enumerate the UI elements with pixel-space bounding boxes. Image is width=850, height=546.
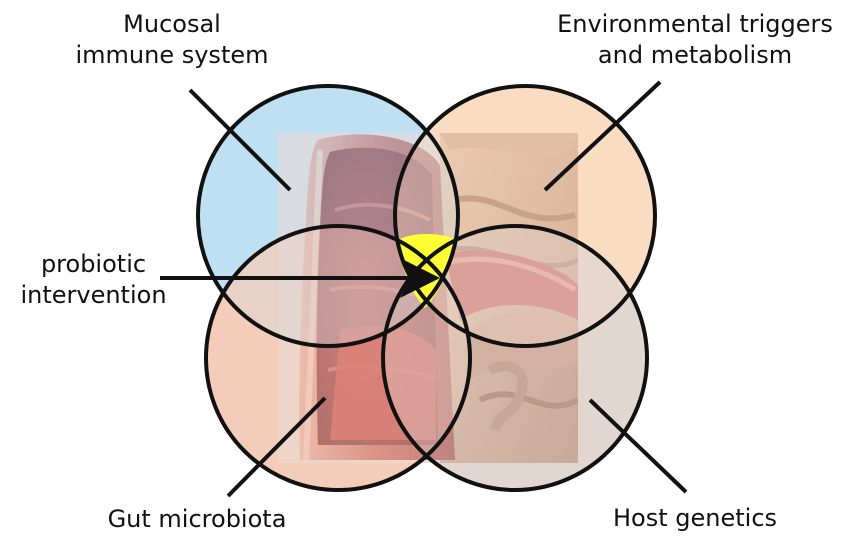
probiotic-label-line-1: probiotic (6, 249, 181, 280)
environmental-label: Environmental triggers and metabolism (545, 9, 845, 71)
mucosal-label: Mucosal immune system (62, 9, 282, 71)
gut-label-text: Gut microbiota (92, 504, 302, 535)
probiotic-label-line-2: intervention (6, 280, 181, 311)
host-label-text: Host genetics (590, 503, 800, 534)
mucosal-label-line-1: Mucosal (62, 9, 282, 40)
environmental-label-line-1: Environmental triggers (545, 9, 845, 40)
host-label: Host genetics (590, 503, 800, 534)
mucosal-label-line-2: immune system (62, 40, 282, 71)
environmental-label-line-2: and metabolism (545, 40, 845, 71)
gut-label: Gut microbiota (92, 504, 302, 535)
probiotic-label: probiotic intervention (6, 249, 181, 311)
